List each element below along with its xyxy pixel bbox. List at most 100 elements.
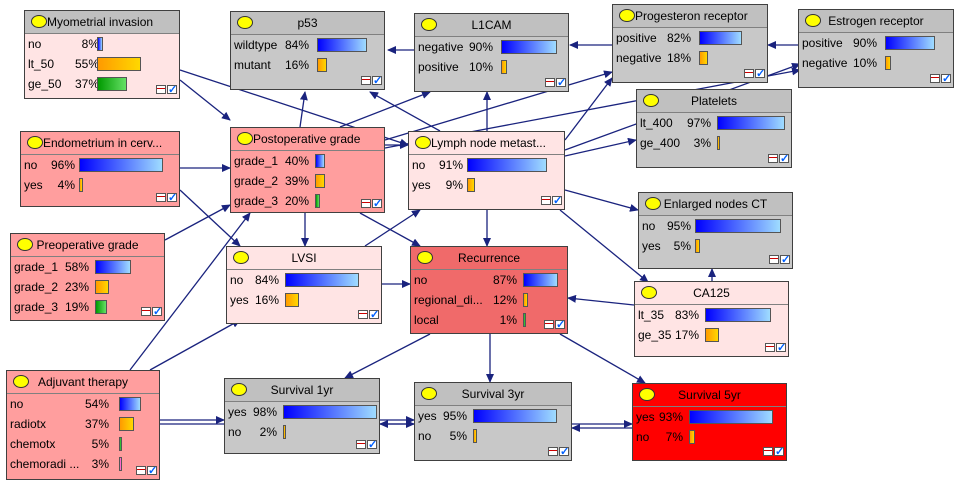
check-icon[interactable]: ✓: [147, 465, 158, 477]
check-icon[interactable]: ✓: [780, 254, 791, 266]
check-icon[interactable]: ✓: [152, 306, 163, 318]
check-icon[interactable]: ✓: [167, 84, 178, 96]
table-icon[interactable]: [541, 196, 551, 205]
table-icon[interactable]: [141, 307, 151, 316]
check-icon[interactable]: ✓: [367, 439, 378, 451]
check-icon[interactable]: ✓: [755, 68, 766, 80]
table-icon[interactable]: [930, 74, 940, 83]
check-icon[interactable]: ✓: [559, 446, 570, 458]
check-icon[interactable]: ✓: [774, 446, 785, 458]
check-icon[interactable]: ✓: [552, 195, 563, 207]
check-icon[interactable]: ✓: [167, 192, 178, 204]
probability-bar: [523, 313, 526, 327]
check-icon[interactable]: ✓: [372, 198, 383, 210]
table-icon[interactable]: [768, 154, 778, 163]
state-row[interactable]: chemoradi ...3%: [7, 454, 159, 474]
table-icon[interactable]: [361, 76, 371, 85]
table-icon[interactable]: [545, 78, 555, 87]
check-icon[interactable]: ✓: [372, 75, 383, 87]
table-icon[interactable]: [156, 85, 166, 94]
check-icon[interactable]: ✓: [941, 73, 952, 85]
check-icon[interactable]: ✓: [779, 153, 790, 165]
check-icon[interactable]: ✓: [556, 77, 567, 89]
table-icon[interactable]: [544, 320, 554, 329]
table-icon[interactable]: [769, 255, 779, 264]
table-icon[interactable]: [358, 310, 368, 319]
state-row[interactable]: regional_di...12%: [411, 290, 567, 310]
table-icon[interactable]: [136, 466, 146, 475]
edge-myometrial-postop: [179, 79, 231, 121]
table-icon[interactable]: [361, 199, 371, 208]
check-icon[interactable]: ✓: [776, 342, 787, 354]
check-icon[interactable]: ✓: [369, 309, 380, 321]
check-icon[interactable]: ✓: [555, 319, 566, 331]
table-icon[interactable]: [765, 343, 775, 352]
table-icon[interactable]: [356, 440, 366, 449]
state-label: yes: [636, 410, 655, 424]
table-icon[interactable]: [548, 447, 558, 456]
node-title: Platelets: [637, 90, 791, 113]
table-icon[interactable]: [763, 447, 773, 456]
table-icon[interactable]: [744, 69, 754, 78]
table-icon[interactable]: [156, 193, 166, 202]
